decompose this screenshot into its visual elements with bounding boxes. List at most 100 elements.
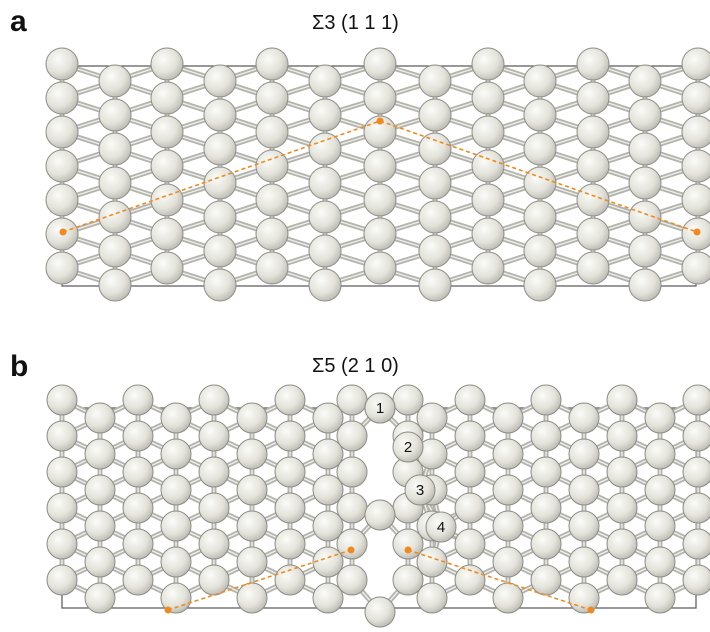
atom	[416, 582, 448, 614]
atom	[122, 528, 154, 560]
atom	[84, 402, 116, 434]
atom	[312, 438, 344, 470]
atom	[523, 268, 557, 302]
atom	[530, 492, 562, 524]
atom	[523, 132, 557, 166]
atom	[203, 98, 237, 132]
panel-a-marker-left	[59, 228, 67, 236]
atom	[84, 582, 116, 614]
atom	[492, 510, 524, 542]
atom	[122, 384, 154, 416]
atom	[308, 234, 342, 268]
panel-a-marker-right	[693, 228, 701, 236]
atom	[530, 456, 562, 488]
atom	[236, 510, 268, 542]
atom	[236, 438, 268, 470]
atom	[628, 132, 662, 166]
atom	[160, 546, 192, 578]
atom	[98, 166, 132, 200]
atom	[45, 251, 79, 285]
site-label-3: 3	[416, 482, 424, 499]
atom	[363, 217, 397, 251]
atom	[681, 115, 710, 149]
atom	[198, 564, 230, 596]
atom	[492, 546, 524, 578]
atom	[492, 474, 524, 506]
atom	[236, 582, 268, 614]
atom	[404, 474, 436, 506]
atom	[98, 268, 132, 302]
atom	[203, 268, 237, 302]
panel-a-markers	[59, 117, 701, 236]
atom	[45, 81, 79, 115]
atom	[681, 47, 710, 81]
atom	[122, 564, 154, 596]
atom	[682, 528, 710, 560]
atom	[644, 582, 676, 614]
atom	[45, 47, 79, 81]
atom	[255, 251, 289, 285]
atom	[363, 149, 397, 183]
atom	[644, 438, 676, 470]
atom	[150, 115, 184, 149]
atom	[255, 115, 289, 149]
atom	[681, 81, 710, 115]
atom	[98, 64, 132, 98]
atom	[364, 596, 396, 628]
atom	[568, 510, 600, 542]
atom	[530, 384, 562, 416]
atom	[681, 183, 710, 217]
atom	[150, 149, 184, 183]
atom	[312, 510, 344, 542]
atom	[236, 474, 268, 506]
atom	[203, 132, 237, 166]
atom	[203, 234, 237, 268]
atom	[363, 47, 397, 81]
atom	[523, 200, 557, 234]
atom	[364, 499, 396, 531]
atom	[45, 183, 79, 217]
atom	[308, 166, 342, 200]
atom	[392, 384, 424, 416]
atom	[568, 474, 600, 506]
atom	[606, 564, 638, 596]
atom	[606, 456, 638, 488]
atom	[46, 528, 78, 560]
atom	[198, 456, 230, 488]
atom	[150, 251, 184, 285]
atom	[84, 474, 116, 506]
atom	[308, 64, 342, 98]
atom	[98, 234, 132, 268]
site-label-1: 1	[376, 400, 384, 417]
atom	[576, 47, 610, 81]
atom	[236, 546, 268, 578]
atom	[392, 564, 424, 596]
atom	[364, 392, 396, 424]
atom	[523, 166, 557, 200]
atom	[312, 582, 344, 614]
atom	[312, 474, 344, 506]
atom	[644, 546, 676, 578]
panel-a-title: Σ3 (1 1 1)	[312, 12, 399, 34]
atom	[46, 492, 78, 524]
atom	[236, 402, 268, 434]
atom	[336, 528, 368, 560]
atom	[98, 98, 132, 132]
atom	[312, 402, 344, 434]
atom	[198, 420, 230, 452]
panel-a-letter: a	[10, 5, 27, 38]
panel-b-marker-1	[164, 606, 172, 614]
atom	[336, 564, 368, 596]
atom	[98, 200, 132, 234]
atom	[160, 510, 192, 542]
atom	[336, 456, 368, 488]
atom	[122, 420, 154, 452]
atom	[681, 149, 710, 183]
atom	[606, 492, 638, 524]
atom	[274, 492, 306, 524]
atom	[418, 132, 452, 166]
atom	[308, 98, 342, 132]
atom	[45, 115, 79, 149]
atom	[471, 149, 505, 183]
